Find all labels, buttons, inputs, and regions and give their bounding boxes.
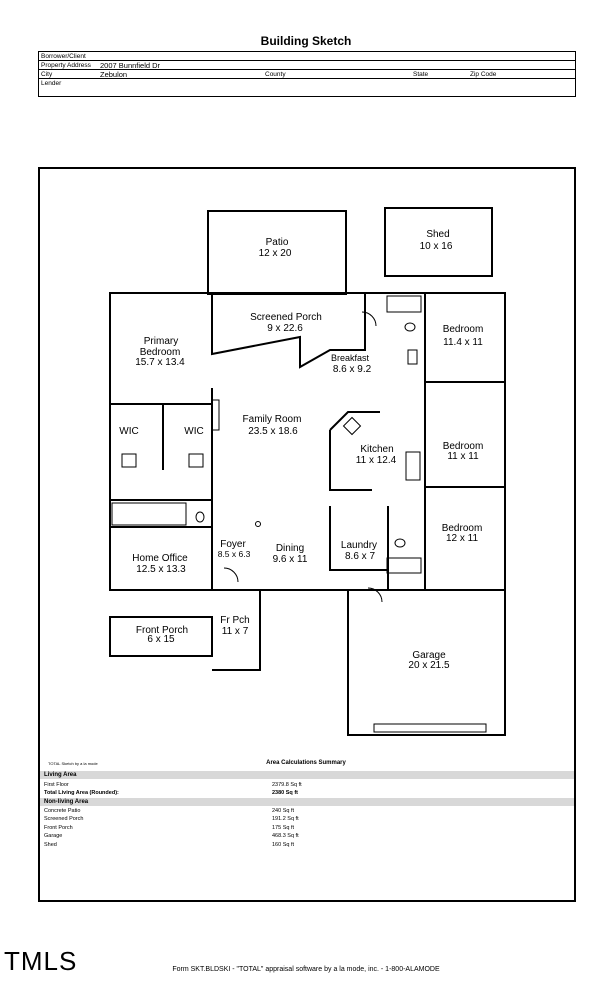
property-value: 2007 Bunnfield Dr (100, 61, 161, 70)
kitchen-sink (342, 416, 362, 436)
screened-porch-dims: 9 x 22.6 (267, 323, 303, 334)
nonliving-area-header: Non-living Area (40, 798, 574, 806)
bedroom-2-label: Bedroom (443, 441, 484, 452)
total-living-label: Total Living Area (Rounded): (44, 790, 119, 796)
foyer-dims: 8.5 x 6.3 (218, 549, 251, 559)
sink-2 (188, 453, 204, 468)
borrower-label: Borrower/Client (41, 53, 86, 60)
laundry-label: Laundry (341, 540, 377, 551)
garage-outline (347, 589, 506, 736)
bedroom-3-dims: 12 x 11 (446, 533, 478, 544)
front-porch-outline (109, 616, 213, 657)
property-label: Property Address (41, 62, 91, 69)
garage-door (373, 723, 487, 733)
kitchen-dims: 11 x 12.4 (356, 455, 397, 466)
nonliving-row-label: Shed (44, 842, 57, 848)
city-row: City Zebulon County State Zip Code (39, 70, 575, 79)
shed-label: Shed (426, 229, 449, 240)
living-area-header: Living Area (40, 771, 574, 779)
breakfast-label: Breakfast (331, 353, 370, 363)
home-office-label: Home Office (132, 553, 188, 564)
toilet-2 (195, 511, 205, 523)
tub-3 (386, 557, 422, 574)
bedroom-3-label: Bedroom (442, 523, 483, 534)
nonliving-row-value: 160 Sq ft (272, 842, 295, 848)
laundry-dims: 8.6 x 7 (345, 551, 375, 562)
city-label: City (41, 71, 53, 78)
lender-label: Lender (41, 80, 62, 87)
lender-row: Lender (39, 79, 575, 88)
fr-pch-outline (212, 589, 261, 671)
patio-label: Patio (266, 237, 289, 248)
garage-dims: 20 x 21.5 (408, 660, 450, 671)
sketch-frame (38, 167, 576, 902)
primary-bedroom-dims: 15.7 x 13.4 (135, 357, 185, 368)
foyer-label: Foyer (220, 539, 246, 550)
zip-label: Zip Code (470, 71, 497, 78)
living-area-header-label: Living Area (44, 772, 77, 778)
front-porch-label: Front Porch (136, 625, 188, 636)
family-room-label: Family Room (243, 414, 302, 425)
county-label: County (265, 71, 286, 78)
home-office-dims: 12.5 x 13.3 (136, 564, 186, 575)
nonliving-row-value: 468.3 Sq ft (272, 833, 299, 839)
toilet-1 (404, 322, 416, 332)
fr-pch-dims: 11 x 7 (222, 626, 249, 637)
screened-porch-outline (211, 293, 366, 369)
subject-info-table: Borrower/Client Property Address 2007 Bu… (38, 51, 576, 97)
primary-bedroom-label-2: Bedroom (140, 347, 181, 358)
sink-1 (121, 453, 137, 468)
garage-label: Garage (412, 650, 446, 661)
nonliving-area-header-label: Non-living Area (44, 799, 89, 805)
total-living-value: 2380 Sq ft (272, 790, 298, 796)
tub-2 (111, 502, 187, 526)
tub-1 (386, 295, 422, 313)
breakfast-dims: 8.6 x 9.2 (333, 364, 372, 375)
living-row-label: First Floor (44, 782, 69, 788)
front-porch-dims: 6 x 15 (147, 634, 175, 645)
door-swing-2 (223, 567, 239, 583)
patio-dims: 12 x 20 (259, 248, 292, 259)
nonliving-row-label: Concrete Patio (44, 808, 81, 814)
city-value: Zebulon (100, 70, 128, 79)
wic-1-label: WIC (119, 426, 138, 437)
nonliving-row-value: 240 Sq ft (272, 808, 295, 814)
door-swing-3 (367, 587, 383, 603)
family-room-dims: 23.5 x 18.6 (248, 426, 298, 437)
sink-3 (407, 349, 418, 365)
property-row: Property Address 2007 Bunnfield Dr (39, 61, 575, 70)
bedroom-2-dims: 11 x 11 (447, 451, 479, 462)
tmls-logo: TMLS (4, 946, 78, 976)
nonliving-row-label: Screened Porch (44, 816, 84, 822)
borrower-row: Borrower/Client (39, 52, 575, 61)
dining-label: Dining (276, 543, 304, 554)
sketch-credit: TOTAL Sketch by a la mode (48, 761, 98, 766)
kitchen-label: Kitchen (360, 444, 393, 455)
door-swing-1 (361, 311, 377, 327)
primary-bedroom-label-1: Primary (144, 336, 178, 347)
summary-title: Area Calculations Summary (266, 760, 346, 766)
toilet-3 (394, 538, 406, 548)
dining-dims: 9.6 x 11 (273, 554, 308, 565)
nonliving-row-value: 191.2 Sq ft (272, 816, 299, 822)
form-footer: Form SKT.BLDSKI - "TOTAL" appraisal soft… (172, 966, 440, 973)
nonliving-row-value: 175 Sq ft (272, 825, 295, 831)
shed-dims: 10 x 16 (420, 241, 453, 252)
state-label: State (413, 71, 429, 78)
shed-outline (384, 207, 493, 277)
wic-2-label: WIC (184, 426, 203, 437)
stove (405, 451, 421, 481)
bedroom-1-dims: 11.4 x 11 (443, 337, 483, 348)
nonliving-row-label: Garage (44, 833, 63, 839)
fr-pch-label: Fr Pch (220, 615, 249, 626)
nonliving-row-label: Front Porch (44, 825, 73, 831)
page-title: Building Sketch (260, 34, 352, 48)
living-row-value: 2379.8 Sq ft (272, 782, 302, 788)
screened-porch-label: Screened Porch (250, 312, 322, 323)
bedroom-1-label: Bedroom (443, 324, 484, 335)
fireplace (211, 399, 220, 431)
foyer-fixture (255, 521, 261, 527)
